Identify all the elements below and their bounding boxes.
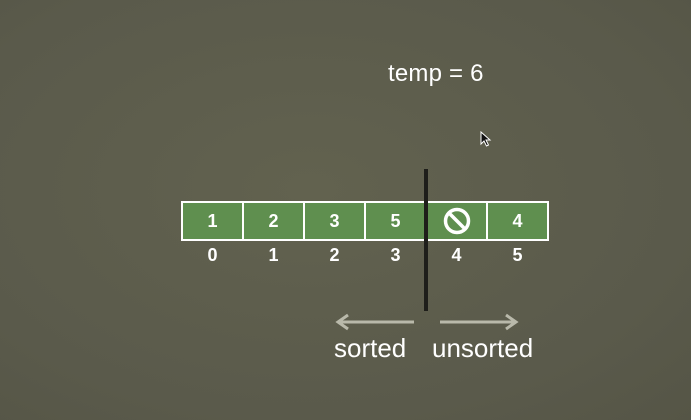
array-index-4: 4 (451, 245, 462, 265)
array-cell-5: 4 (488, 203, 547, 239)
array-index-0: 0 (207, 245, 218, 265)
arrow-right-icon (440, 313, 519, 331)
array-index-5: 5 (512, 245, 523, 265)
prohibited-icon (443, 207, 470, 235)
array-index-3: 3 (390, 245, 401, 265)
sorted-unsorted-divider (424, 169, 428, 311)
array-index-2: 2 (329, 245, 340, 265)
array-cell-3: 5 (366, 203, 425, 239)
mouse-pointer-icon (480, 131, 492, 147)
array-cell-4 (427, 203, 486, 239)
index-row: 0 1 2 3 4 5 (183, 245, 547, 266)
arrow-left-icon (335, 313, 414, 331)
unsorted-label: unsorted (432, 333, 534, 363)
array-cell-0: 1 (183, 203, 242, 239)
array-cell-1: 2 (244, 203, 303, 239)
array-cell-2: 3 (305, 203, 364, 239)
temp-variable-label: temp = 6 (388, 60, 484, 87)
array-index-1: 1 (268, 245, 279, 265)
array-row: 1 2 3 5 4 (181, 201, 549, 241)
sorted-label: sorted (334, 333, 407, 363)
